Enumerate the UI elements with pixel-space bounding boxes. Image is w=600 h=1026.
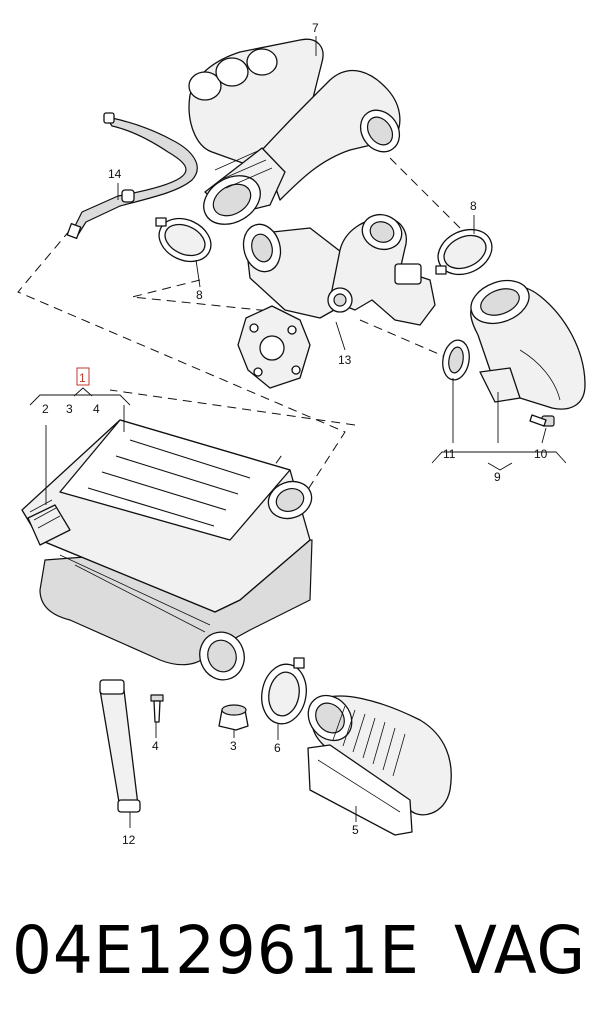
- hose-clamp-right: [435, 228, 493, 276]
- intake-duct-upper: [188, 38, 401, 225]
- callout-2: 2: [42, 402, 49, 416]
- callout-10: 10: [534, 447, 548, 461]
- callout-11: 11: [443, 447, 456, 461]
- callout-labels: 1 2 3 4 4 3 5 6 7 8 8 9 10 11 12 13 14: [42, 21, 548, 847]
- callout-highlight-box: [76, 367, 90, 386]
- hose-clamp-lower: [261, 657, 307, 725]
- callout-3: 3: [230, 739, 237, 753]
- callout-13: 13: [338, 353, 352, 367]
- callout-6: 6: [274, 741, 281, 755]
- drain-tube: [99, 679, 141, 813]
- callout-12: 12: [122, 833, 136, 847]
- air-filter-housing: [21, 419, 313, 681]
- callout-4: 4: [152, 739, 159, 753]
- hose-clamp-left: [155, 217, 212, 263]
- breather-hose: [66, 112, 198, 239]
- corrugated-intake-hose: [307, 694, 452, 836]
- screw-part-4: [150, 694, 164, 723]
- callout-3-top: 3: [66, 402, 73, 416]
- throttle-valve-assembly: [237, 213, 436, 389]
- leader-lines: [29, 36, 567, 828]
- manufacturer-name: VAG: [453, 911, 586, 989]
- callout-7: 7: [312, 21, 319, 35]
- part-number: 04E129611E: [12, 911, 420, 989]
- grommet-part-3: [218, 704, 249, 731]
- callout-8-left: 8: [196, 288, 203, 302]
- callout-9: 9: [494, 470, 501, 484]
- curved-intake-hose: [470, 279, 586, 410]
- callout-8-right: 8: [470, 199, 477, 213]
- callout-4-top: 4: [93, 402, 100, 416]
- exploded-parts-diagram: 1 2 3 4 4 3 5 6 7 8 8 9 10 11 12 13 14: [17, 21, 586, 847]
- callout-14: 14: [108, 167, 122, 181]
- caption-bar: 04E129611E VAG: [0, 890, 600, 1010]
- screw-part-10: [529, 414, 555, 427]
- o-ring: [442, 339, 470, 381]
- callout-5: 5: [352, 823, 359, 837]
- callout-1: 1: [79, 371, 86, 385]
